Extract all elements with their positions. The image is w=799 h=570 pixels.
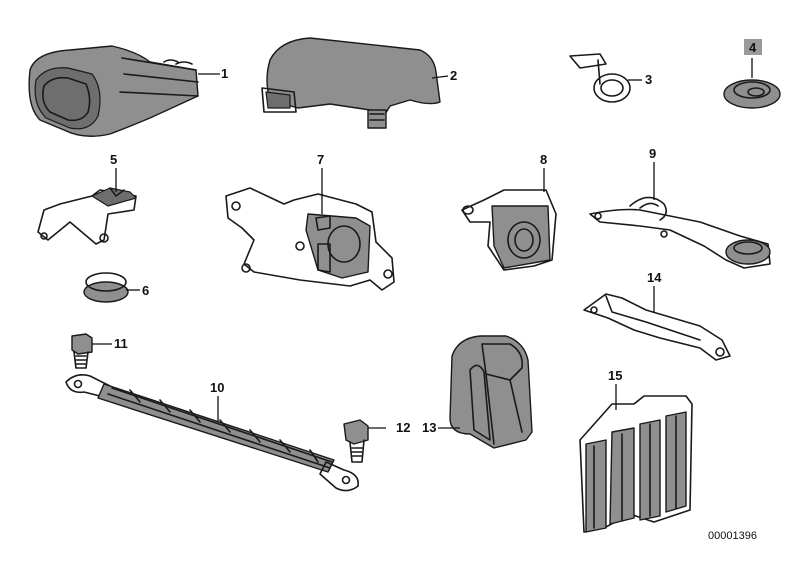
part-label-8[interactable]: 8 [540, 152, 548, 167]
part-2-cover[interactable] [261, 37, 441, 129]
part-3-clip[interactable] [569, 53, 631, 103]
part-15-connector-block[interactable] [579, 395, 693, 533]
part-label-11[interactable]: 11 [114, 336, 128, 351]
part-label-6[interactable]: 6 [142, 283, 150, 298]
part-label-12[interactable]: 12 [396, 420, 411, 435]
part-11-bolt[interactable] [71, 333, 93, 369]
part-13-shield[interactable] [449, 335, 533, 449]
part-label-7[interactable]: 7 [317, 152, 325, 167]
part-label-4-badge [744, 39, 762, 55]
diagram-reference-code: 00001396 [708, 530, 757, 542]
part-label-9[interactable]: 9 [649, 146, 657, 161]
part-1-boot[interactable] [28, 45, 199, 137]
part-6-cap[interactable] [83, 272, 129, 303]
part-9-strap[interactable] [589, 196, 771, 269]
part-4-grommet[interactable] [723, 79, 781, 109]
part-8-holder[interactable] [461, 189, 557, 271]
part-5-bracket[interactable] [37, 187, 137, 245]
part-label-3[interactable]: 3 [645, 72, 653, 87]
part-label-15[interactable]: 15 [608, 368, 623, 383]
part-label-14[interactable]: 14 [647, 270, 662, 285]
part-label-5[interactable]: 5 [110, 152, 118, 167]
part-label-1[interactable]: 1 [221, 66, 229, 81]
part-12-bolt[interactable] [343, 419, 369, 463]
part-10-ground-strap[interactable] [65, 374, 360, 492]
leader-2 [431, 75, 449, 79]
part-14-bracket[interactable] [583, 293, 731, 361]
part-7-plate[interactable] [225, 187, 395, 291]
part-label-13[interactable]: 13 [422, 420, 437, 435]
part-label-2[interactable]: 2 [450, 68, 458, 83]
part-label-10[interactable]: 10 [210, 380, 225, 395]
part-label-4[interactable]: 4 [749, 40, 757, 55]
